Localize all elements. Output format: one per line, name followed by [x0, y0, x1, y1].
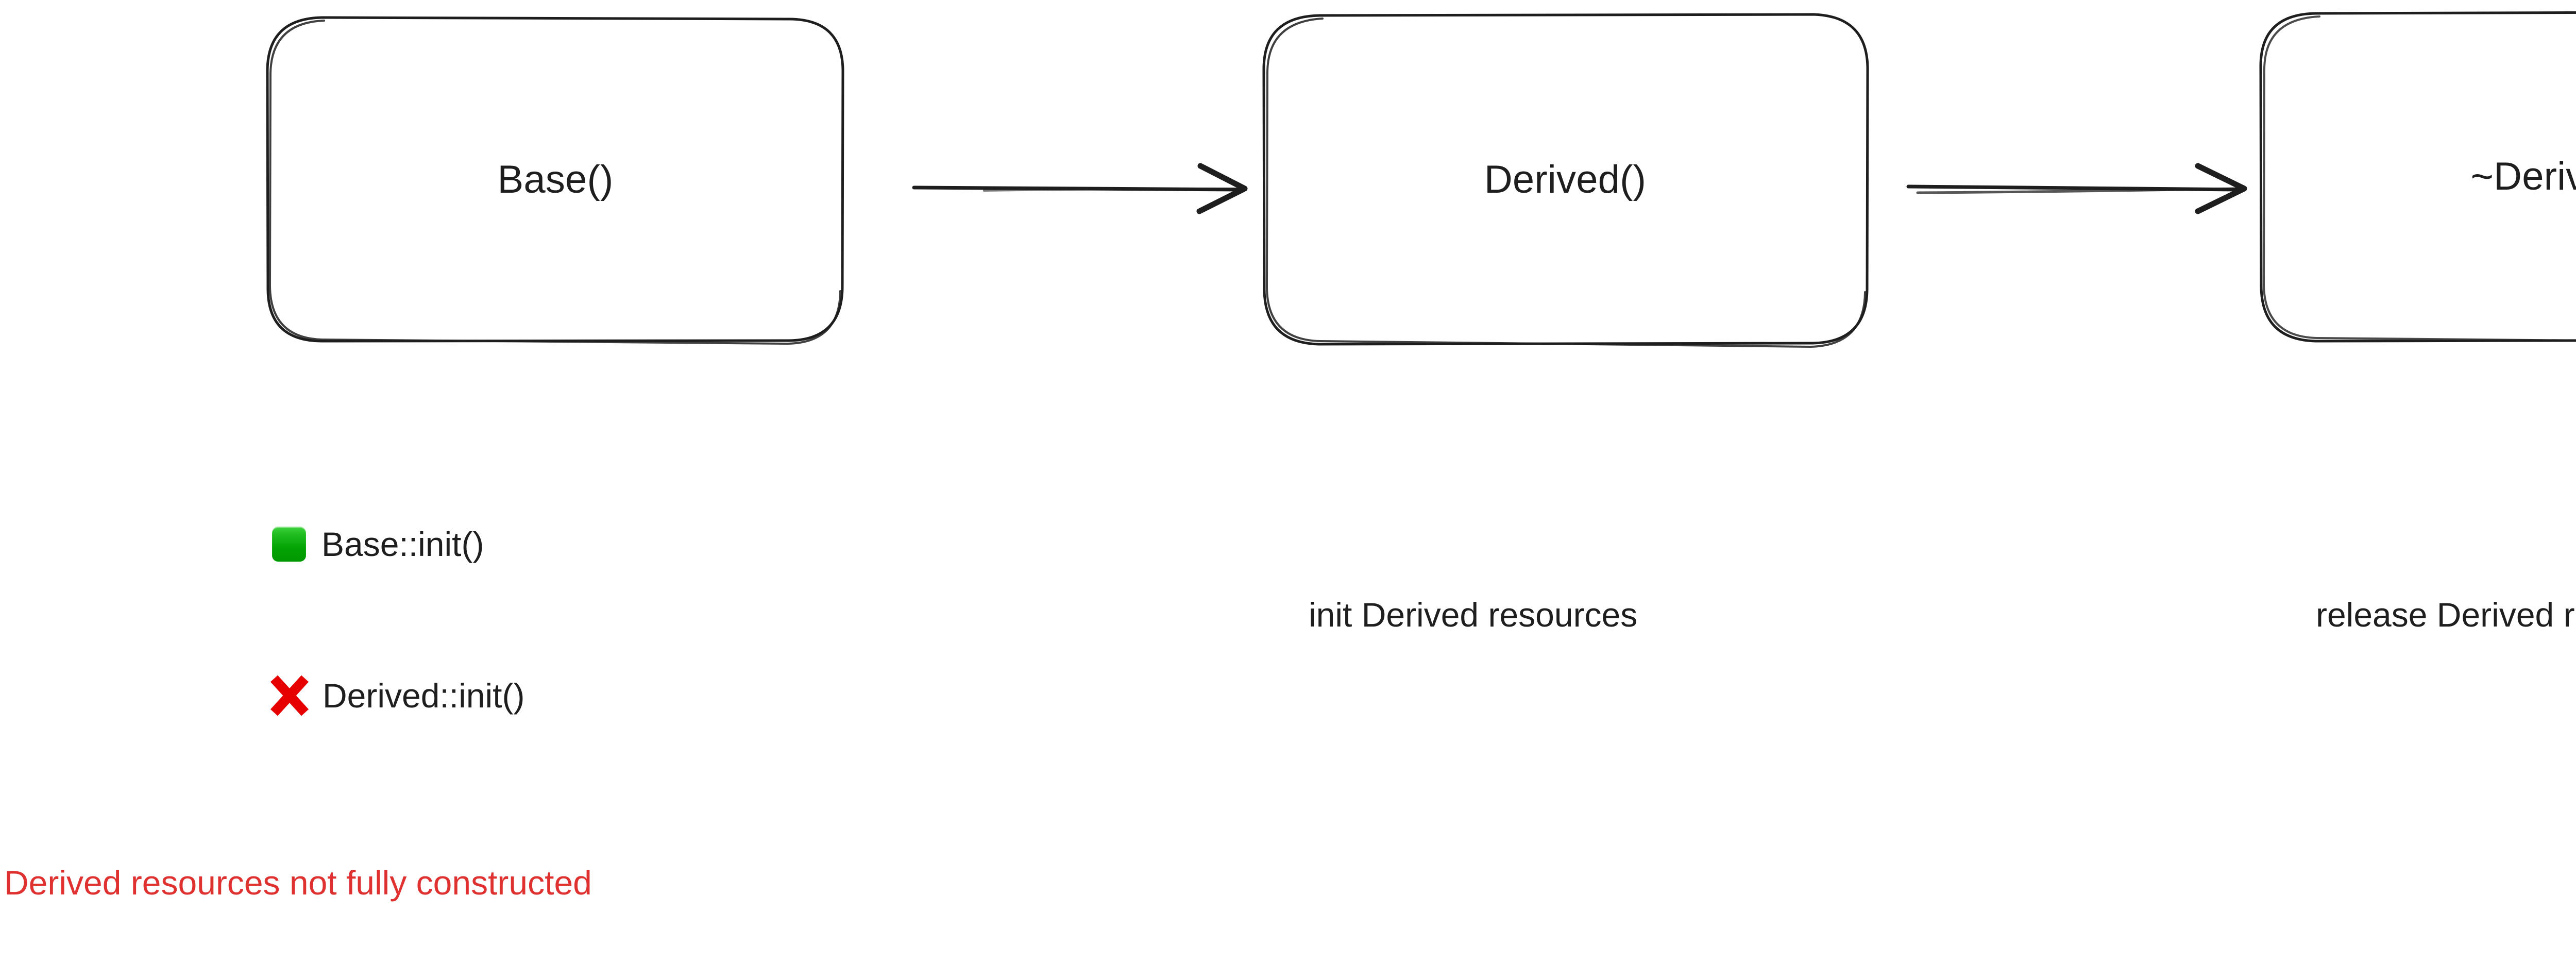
warning-not-fully-constructed: Derived resources not fully constructed: [4, 864, 592, 902]
annotation-base-init-label: Base::init(): [321, 525, 484, 563]
node-derived-ctor-label: Derived(): [1484, 157, 1647, 201]
check-mark-button-icon: [272, 527, 306, 562]
caption-init-derived-resources: init Derived resources: [1309, 596, 1638, 634]
cross-mark-icon: [268, 674, 311, 717]
annotation-base-init: Base::init(): [272, 527, 484, 562]
arrow-base-ctor-to-derived-ctor: [912, 163, 1248, 214]
node-derived-dtor-label: ~Derived(): [2470, 154, 2576, 198]
node-derived-dtor[interactable]: ~Derived(): [2257, 9, 2576, 343]
node-base-ctor-label: Base(): [497, 157, 614, 201]
node-base-ctor[interactable]: Base(): [264, 14, 846, 345]
annotation-derived-init: Derived::init(): [268, 674, 524, 717]
annotation-derived-init-label: Derived::init(): [323, 677, 525, 715]
arrow-derived-ctor-to-derived-dtor: [1906, 163, 2247, 214]
node-derived-ctor[interactable]: Derived(): [1259, 11, 1872, 348]
caption-release-derived-resources: release Derived resources: [2316, 596, 2576, 634]
